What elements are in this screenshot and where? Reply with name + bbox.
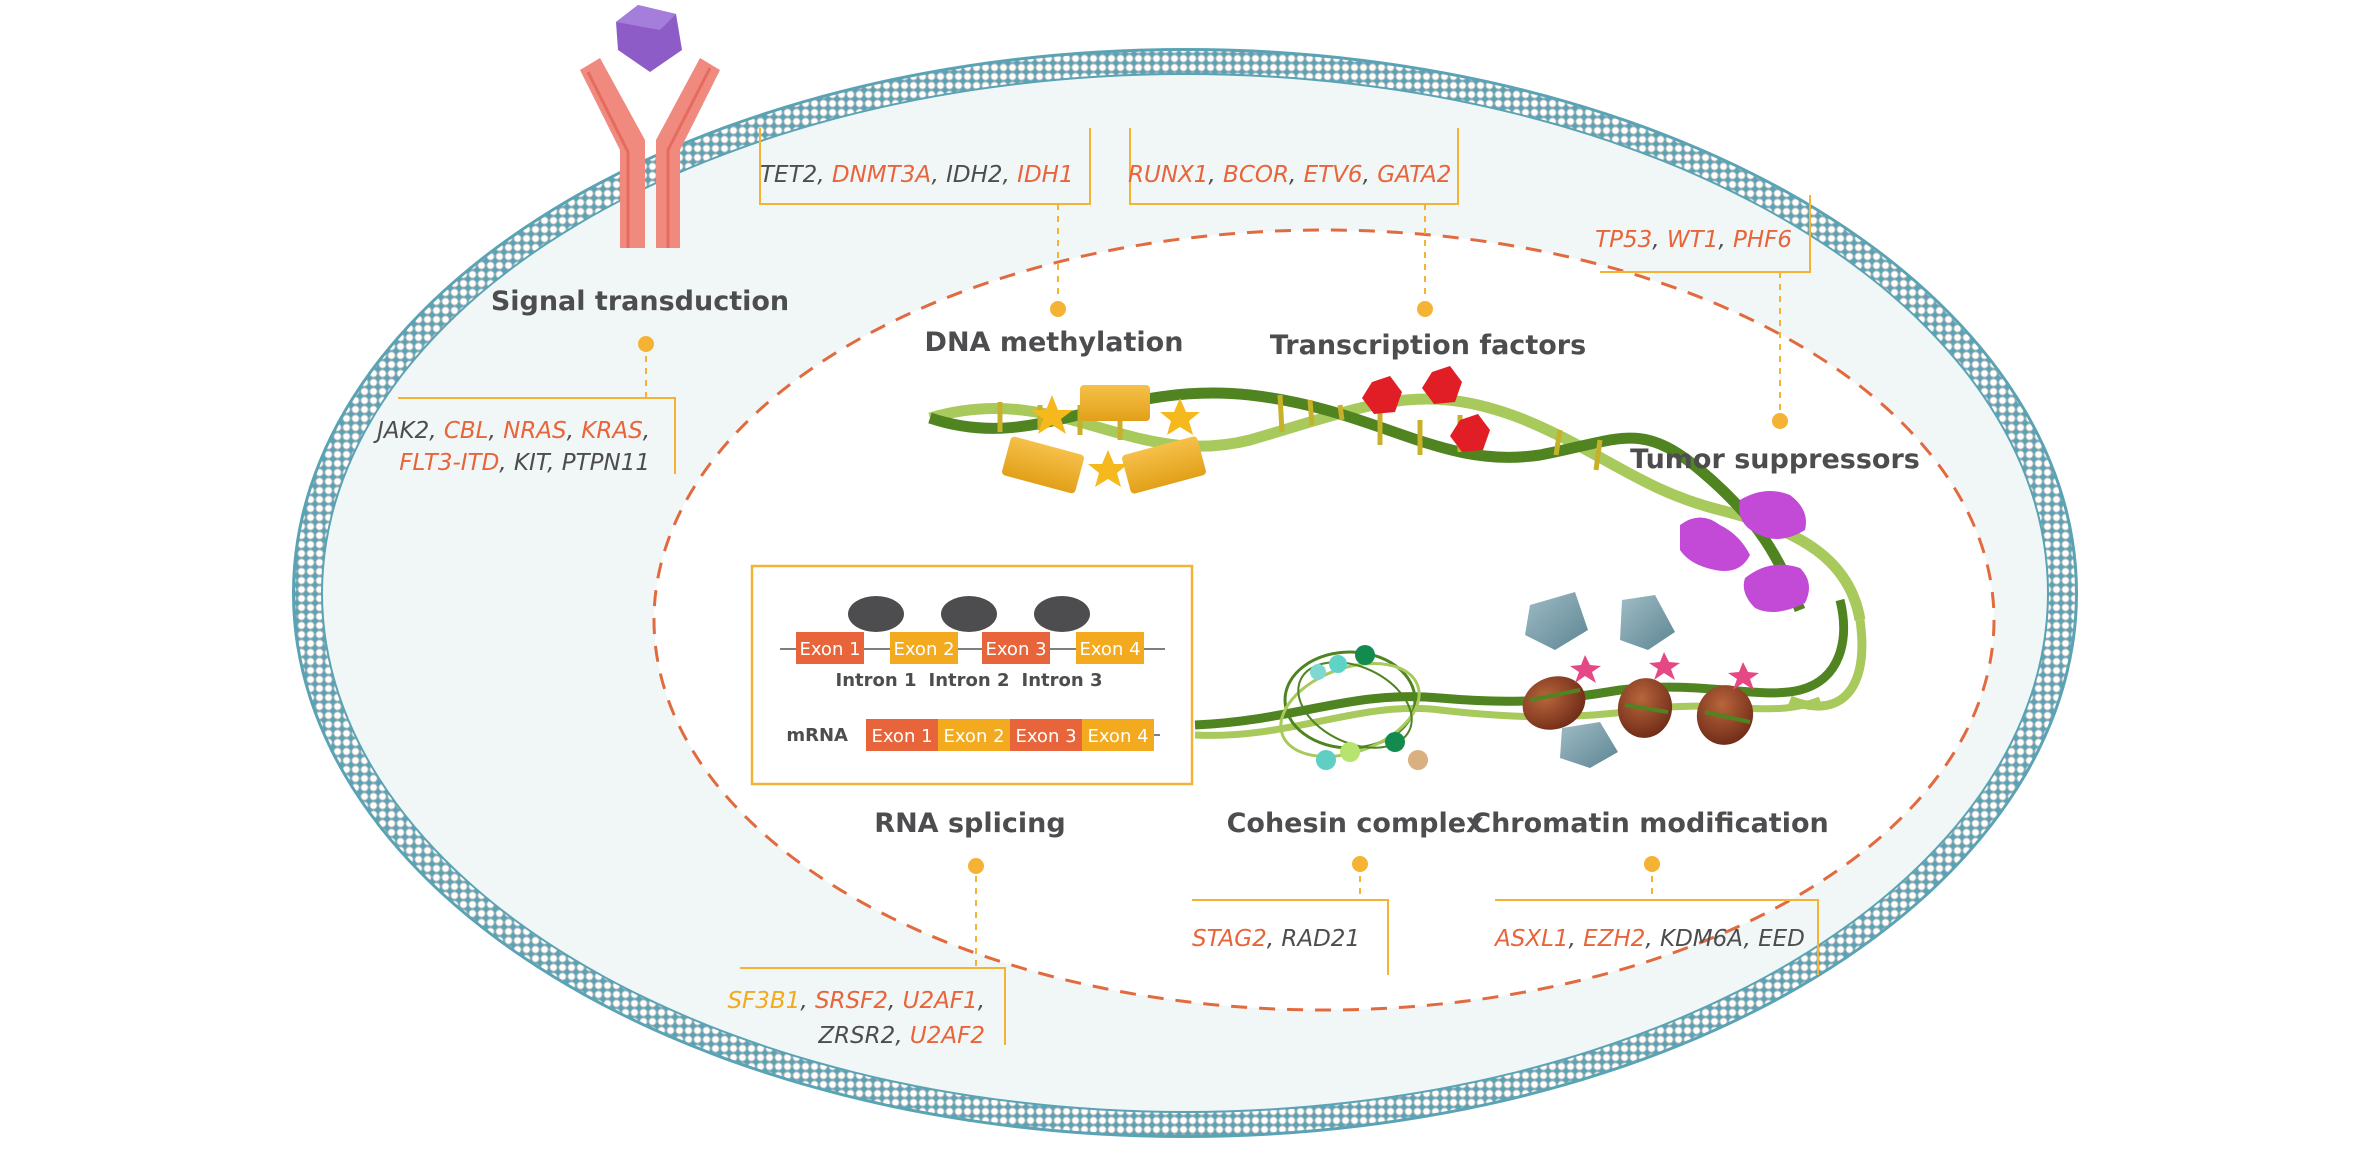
gene-name: ASXL1 [1493, 926, 1569, 952]
separator: , [932, 162, 947, 188]
separator: , [1208, 162, 1223, 188]
separator: , [489, 418, 504, 444]
gene-name: ZRSR2 [817, 1023, 895, 1049]
dna-methylation-genes: TET2, DNMT3A, IDH2, IDH1 [760, 162, 1074, 188]
rna-splicing-title: RNA splicing [874, 808, 1065, 839]
separator: , [1363, 162, 1378, 188]
separator: , [643, 418, 650, 444]
gene-name: KIT [514, 450, 552, 476]
pre-exon-4: Exon 4 [1079, 639, 1140, 660]
cohesin-genes: STAG2, RAD21 [1192, 926, 1360, 952]
separator: , [1743, 926, 1758, 952]
nucleosome-icons [1522, 592, 1759, 768]
intron-3-label: Intron 3 [1022, 670, 1103, 691]
separator: , [429, 418, 444, 444]
gene-name: EED [1758, 926, 1805, 952]
tumor-suppressors-title: Tumor suppressors [1630, 444, 1920, 475]
gene-name: WT1 [1667, 227, 1718, 253]
gene-name: IDH1 [1017, 162, 1073, 188]
gene-name: KRAS [581, 418, 642, 444]
separator: , [1645, 926, 1660, 952]
transcription-factor-icons [1362, 366, 1490, 452]
connector-lines [398, 128, 1819, 1045]
gene-name: SF3B1 [727, 988, 800, 1014]
dna-methylation-title: DNA methylation [925, 327, 1184, 358]
separator: , [1289, 162, 1304, 188]
gene-name: U2AF2 [910, 1023, 985, 1049]
chromatin-modification-title: Chromatin modification [1471, 808, 1828, 839]
gene-name: RUNX1 [1128, 162, 1208, 188]
gene-name: TP53 [1595, 227, 1652, 253]
separator: , [978, 988, 985, 1014]
transcription-factors-title: Transcription factors [1270, 330, 1586, 361]
separator: , [1267, 926, 1282, 952]
separator: , [817, 162, 832, 188]
gene-name: GATA2 [1377, 162, 1451, 188]
gene-name: JAK2 [373, 418, 429, 444]
separator: , [800, 988, 815, 1014]
transcription-factor-genes: RUNX1, BCOR, ETV6, GATA2 [1128, 162, 1451, 188]
separator: , [499, 450, 514, 476]
mrna-exon-1: Exon 1 [871, 726, 932, 747]
rna-splicing-genes-line-1: SF3B1, SRSF2, U2AF1, [727, 988, 985, 1014]
separator: , [1003, 162, 1018, 188]
gene-name: ETV6 [1304, 162, 1363, 188]
separator: , [547, 450, 562, 476]
intron-1-label: Intron 1 [836, 670, 917, 691]
gene-name: TET2 [760, 162, 817, 188]
gene-name: NRAS [503, 418, 567, 444]
chromatin-genes: ASXL1, EZH2, KDM6A, EED [1493, 926, 1805, 952]
gene-name: BCOR [1223, 162, 1289, 188]
gene-name: FLT3-ITD [399, 450, 499, 476]
gene-name: U2AF1 [903, 988, 978, 1014]
gene-name: STAG2 [1192, 926, 1267, 952]
tumor-suppressor-genes: TP53, WT1, PHF6 [1595, 227, 1792, 253]
separator: , [567, 418, 582, 444]
pre-exon-2: Exon 2 [893, 639, 954, 660]
mrna-exon-2: Exon 2 [943, 726, 1004, 747]
separator: , [1652, 227, 1667, 253]
separator: , [888, 988, 903, 1014]
gene-name: DNMT3A [832, 162, 932, 188]
gene-name: CBL [444, 418, 489, 444]
separator: , [1569, 926, 1584, 952]
gene-name: PHF6 [1733, 227, 1792, 253]
signal-genes-line-1: JAK2, CBL, NRAS, KRAS, [373, 418, 650, 444]
separator: , [895, 1023, 910, 1049]
separator: , [1718, 227, 1733, 253]
gene-name: RAD21 [1281, 926, 1360, 952]
signal-transduction-title: Signal transduction [491, 286, 789, 317]
signal-genes-line-2: FLT3-ITD, KIT, PTPN11 [399, 450, 650, 476]
mrna-exon-4: Exon 4 [1087, 726, 1148, 747]
gene-name: SRSF2 [815, 988, 888, 1014]
receptor-icon [580, 5, 720, 248]
mrna-label: mRNA [786, 725, 848, 746]
intron-2-label: Intron 2 [929, 670, 1010, 691]
pre-exon-1: Exon 1 [799, 639, 860, 660]
mrna-exon-3: Exon 3 [1015, 726, 1076, 747]
tumor-suppressor-icons [1680, 491, 1809, 612]
rna-splicing-genes-line-2: ZRSR2, U2AF2 [817, 1023, 985, 1049]
gene-name: PTPN11 [562, 450, 650, 476]
cohesin-complex-title: Cohesin complex [1227, 808, 1484, 839]
methylation-icons [1002, 385, 1206, 494]
gene-name: KDM6A [1660, 926, 1743, 952]
gene-name: EZH2 [1583, 926, 1645, 952]
gene-name: IDH2 [946, 162, 1002, 188]
marker-dots [638, 301, 1788, 874]
rna-splicing-panel [750, 564, 1194, 786]
cohesin-ring-icon [1279, 645, 1428, 770]
pre-exon-3: Exon 3 [985, 639, 1046, 660]
